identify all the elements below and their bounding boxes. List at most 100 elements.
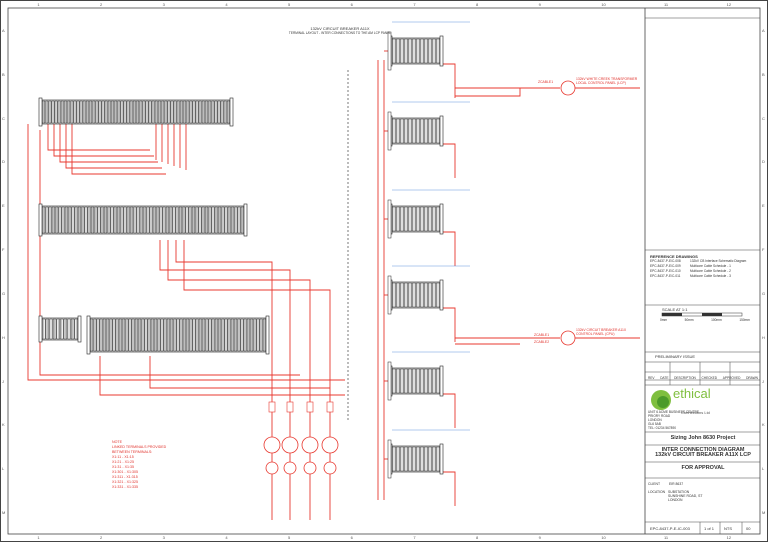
revision-col: DATE: [660, 376, 669, 380]
terminal-strip-x3b: [86, 315, 270, 355]
drawing-number: EPC-8437-P-E-IC-003: [650, 526, 690, 531]
grid-row-label: K: [2, 422, 5, 428]
reference-title: Multicore Cable Schedule - 1: [690, 264, 731, 268]
scale-tick: 50mm: [684, 318, 694, 322]
grid-row-label: D: [2, 159, 5, 165]
logo-leaf-inner-icon: [657, 396, 669, 408]
terminal-strip-right-4: [388, 279, 444, 311]
company-tagline: Connections Ltd: [681, 410, 710, 415]
grid-row-label: C: [762, 115, 765, 121]
grid-column-label: 1: [37, 535, 40, 540]
strip-bracket: [387, 275, 392, 315]
connector-gland-icon: [303, 461, 317, 475]
revision-col: APPROVED: [722, 376, 741, 380]
note-link-0: X1:11 - X1:15: [112, 455, 134, 459]
grid-row-label: L: [2, 466, 5, 472]
note-link-1: X1:21 - X1:25: [112, 460, 134, 464]
wire-group: [27, 21, 640, 520]
client-block: CLIENT EIR 8637: [648, 482, 683, 487]
title-line2: 132kV CIRCUIT BREAKER A11X LCP: [655, 452, 751, 458]
circuit-breaker-label: 132kV CIRCUIT BREAKER A11X CONTROL PANEL…: [576, 328, 627, 336]
wire-main-loop: [27, 124, 345, 381]
wire: [440, 307, 456, 342]
transformer-gland-icon: [560, 80, 576, 96]
scale-tick: 150mm: [739, 318, 750, 322]
grid-row-label: G: [762, 290, 766, 296]
project-name: Sizing John 8630 Project: [670, 435, 736, 441]
grid-row-label: K: [762, 422, 765, 428]
note-link-5: X1:321 - X1:325: [112, 480, 138, 484]
grid-row-label: B: [2, 71, 5, 77]
revision-col: CHECKED: [701, 376, 718, 380]
grid-row-label: J: [2, 378, 4, 384]
grid-column-label: 6: [350, 535, 353, 540]
note-link-4: X1:311 - X1:315: [112, 475, 138, 479]
grid-column-label: 3: [162, 2, 165, 7]
revision-col: DRAWN: [746, 376, 758, 380]
grid-row-label: F: [762, 247, 765, 253]
grid-column-label: 1: [37, 2, 40, 7]
transformer-label: 132kV WHITE CREEK TRANSFORMER LOCAL CONT…: [576, 77, 638, 85]
grid-row-label: B: [762, 71, 765, 77]
note-heading: NOTE: [112, 440, 122, 444]
wire: [159, 240, 291, 402]
cable-marker: [306, 401, 314, 413]
scale-bar: [661, 312, 743, 317]
grid-column-label: 7: [413, 2, 416, 7]
connector-gland-icon: [281, 436, 299, 454]
grid-column-label: 2: [100, 535, 103, 540]
drawing-title-block: INTER CONNECTION DIAGRAM 132kV CIRCUIT B…: [648, 447, 758, 458]
terminal-strip-right-6: [388, 443, 444, 475]
grid-column-label: 9: [538, 535, 541, 540]
grid-row-label: M: [2, 510, 6, 516]
connector-gland-icon: [283, 461, 297, 475]
grid-row-label: D: [762, 159, 765, 165]
grid-column-label: 9: [538, 2, 541, 7]
grid-column-label: 5: [288, 2, 291, 7]
wire: [99, 356, 345, 396]
scale-tick: 0mm: [660, 318, 668, 322]
title-line1: INTER CONNECTION DIAGRAM: [661, 447, 745, 453]
connector-gland-icon: [263, 436, 281, 454]
drawing-title: 132kV CIRCUIT BREAKER A11X TERMINAL LAYO…: [285, 26, 395, 36]
grid-row-label: J: [762, 378, 764, 384]
grid-column-label: 8: [476, 2, 479, 7]
wire: [47, 124, 150, 151]
company-name: ethical: [673, 386, 711, 401]
sheet-number: 1 of 1: [704, 526, 715, 531]
grid-row-label: E: [762, 203, 765, 209]
terminal-strip-right-5: [388, 365, 444, 397]
company-logo: ethical Connections Ltd: [651, 386, 751, 428]
grid-column-label: 3: [162, 535, 165, 540]
cable-marker: [286, 401, 294, 413]
grid-column-label: 4: [225, 535, 228, 540]
wire: [59, 124, 158, 163]
location-label: LOCATION: [648, 490, 666, 494]
wire: [175, 240, 273, 402]
location-line-2: LONDON: [668, 498, 683, 502]
note-line2: BETWEEN TERMINALS:: [112, 450, 153, 454]
grid-column-label: 2: [100, 2, 103, 7]
grid-row-label: F: [2, 247, 5, 253]
cable-marker: [326, 401, 334, 413]
wire: [440, 471, 456, 506]
note-link-2: X1:31 - X1:35: [112, 465, 134, 469]
grid-column-label: 5: [288, 535, 291, 540]
grid-column-label: 4: [225, 2, 228, 7]
wire: [440, 231, 456, 266]
revision-col: DESCRIPTION: [674, 376, 696, 380]
grid-column-label: 8: [476, 535, 479, 540]
grid-row-label: E: [2, 203, 5, 209]
linked-terminals-note: NOTE LINKED TERMINALS PROVIDED BETWEEN T…: [112, 440, 166, 490]
grid-column-label: 11: [664, 2, 669, 7]
wire: [53, 124, 154, 157]
drawing-title-line2: TERMINAL LAYOUT - INTER CONNECTIONS TO T…: [288, 31, 392, 35]
terminal-strip-x1: [38, 97, 234, 127]
